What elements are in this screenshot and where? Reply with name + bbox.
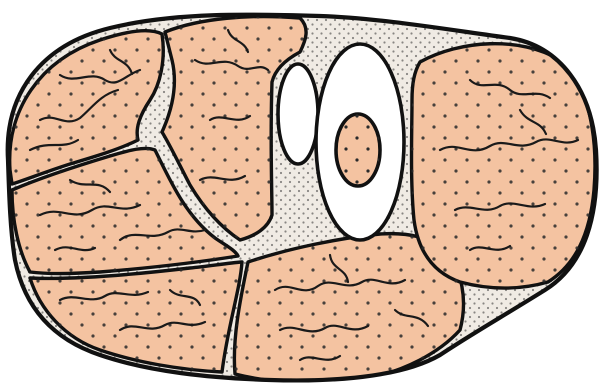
small-bone xyxy=(278,64,318,164)
marrow-stipple xyxy=(336,114,380,186)
